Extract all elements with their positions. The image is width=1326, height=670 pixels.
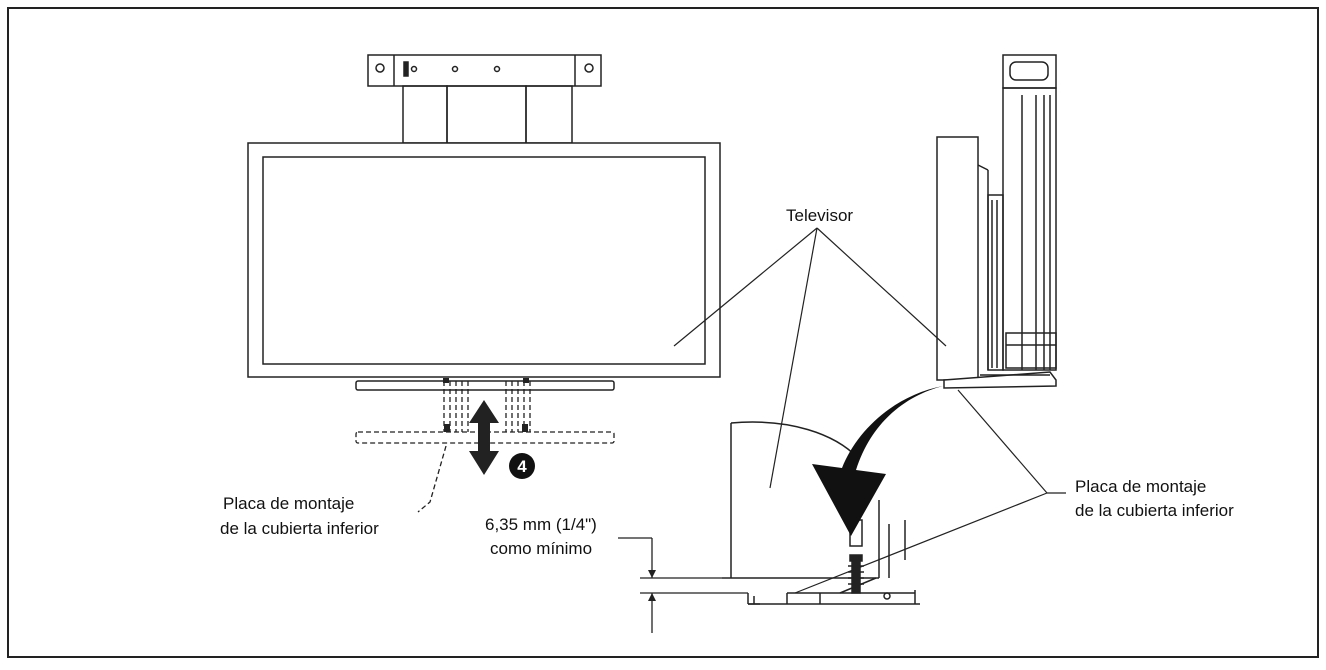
mount-post-right [525,85,573,144]
leader-line-left-plate [417,445,447,513]
screw-heads [443,378,529,432]
plate-left-label-line2: de la cubierta inferior [220,519,379,538]
plate-left-label-line1: Placa de montaje [223,494,354,513]
mount-post-left [402,85,448,144]
plate-right-label-line1: Placa de montaje [1075,477,1206,496]
front-view-tv-assembly [247,54,721,391]
rotate-arrow-icon [812,386,943,536]
side-view-tv-assembly [936,54,1057,389]
double-arrow-icon [469,400,499,475]
gap-label-line2: como mínimo [490,539,592,558]
tv-leader-lines [673,227,947,489]
step-number-badge [509,453,535,479]
mount-post-center [446,85,527,144]
diagram-border [7,7,1319,658]
ceiling-bracket [367,54,602,87]
tv-side-profile [936,136,979,381]
detail-view-cover-plate [722,421,920,605]
gap-label-line1: 6,35 mm (1/4") [485,515,597,534]
gap-dimension [618,537,748,633]
bottom-cover-plate [355,380,615,391]
tv-frame [247,142,721,378]
plate-right-label-line2: de la cubierta inferior [1075,501,1234,520]
tv-screen [262,156,706,365]
plate-right-leader-lines [794,389,1066,594]
tv-label: Televisor [786,206,853,225]
gap-dimension-arrows [648,570,656,601]
step-number-text: 4 [517,457,527,476]
